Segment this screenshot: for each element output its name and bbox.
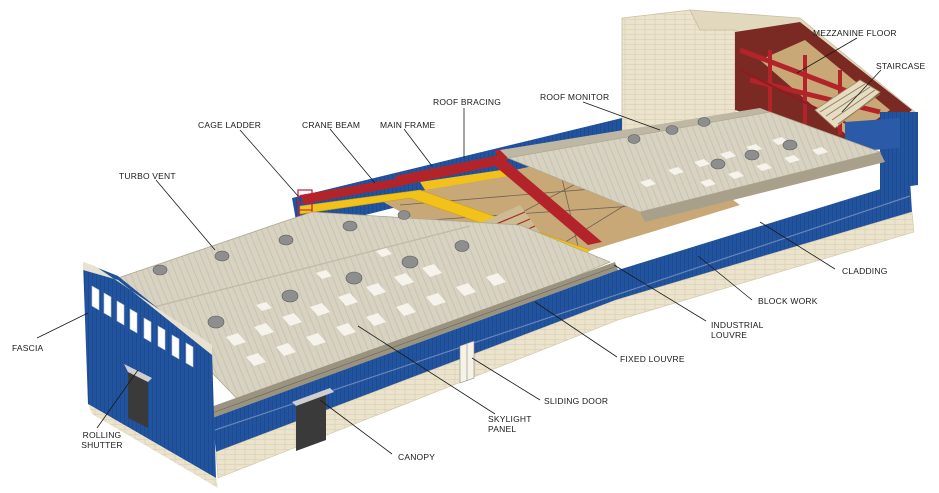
label-staircase: STAIRCASE	[876, 61, 926, 71]
skylight-panels	[226, 248, 506, 366]
label-roof-bracing: ROOF BRACING	[433, 97, 502, 107]
turbo-vents	[152, 117, 798, 329]
label-skylight-panel-line1: SKYLIGHT	[488, 414, 532, 424]
gable-end	[83, 262, 218, 488]
label-canopy: CANOPY	[398, 452, 436, 462]
label-rolling-shutter-line2: SHUTTER	[81, 440, 123, 450]
gable-windows	[91, 285, 194, 368]
label-turbo-vent: TURBO VENT	[119, 171, 176, 181]
label-skylight-panel-line2: PANEL	[488, 424, 517, 434]
label-fascia: FASCIA	[12, 343, 44, 353]
main-roof	[117, 211, 618, 418]
canopy	[292, 388, 334, 406]
label-sliding-door: SLIDING DOOR	[544, 396, 609, 406]
label-fixed-louvre: FIXED LOUVRE	[620, 354, 685, 364]
label-industrial-louvre-line1: INDUSTRIAL	[711, 320, 764, 330]
label-cage-ladder: CAGE LADDER	[198, 120, 262, 130]
canopy-door	[296, 394, 326, 451]
front-doors	[292, 340, 475, 451]
label-mezzanine-floor: MEZZANINE FLOOR	[813, 28, 897, 38]
label-rolling-shutter-line1: ROLLING	[82, 430, 122, 440]
label-roof-monitor: ROOF MONITOR	[540, 92, 610, 102]
rolling-shutter	[128, 370, 148, 428]
label-block-work: BLOCK WORK	[758, 296, 818, 306]
label-main-frame: MAIN FRAME	[380, 120, 436, 130]
label-industrial-louvre-line2: LOUVRE	[711, 330, 748, 340]
label-crane-beam: CRANE BEAM	[302, 120, 361, 130]
staircase	[814, 79, 881, 129]
label-cladding: CLADDING	[842, 266, 888, 276]
leader-lines	[36, 37, 882, 455]
monitor-skylights	[640, 137, 828, 187]
